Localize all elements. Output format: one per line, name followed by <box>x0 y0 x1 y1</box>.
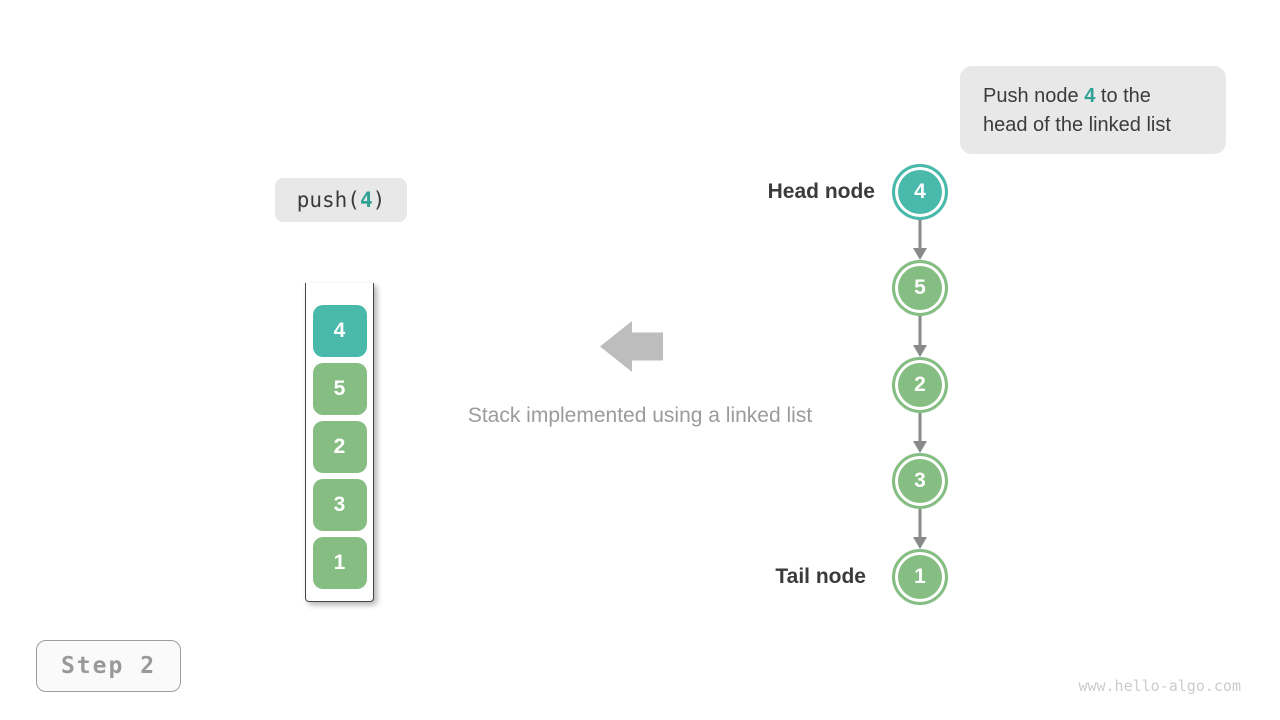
watermark-text: www.hello-algo.com <box>1078 677 1241 695</box>
arrow-down-connector <box>913 413 927 453</box>
stack-item: 1 <box>312 537 367 589</box>
stack-item: 2 <box>312 421 367 473</box>
stack-item: 4 <box>312 305 367 357</box>
linked-list-node: 3 <box>892 453 948 509</box>
step-indicator: Step 2 <box>36 640 181 692</box>
callout-text-after: to the <box>1095 85 1151 107</box>
code-prefix: push( <box>296 188 360 212</box>
stack-item: 3 <box>312 479 367 531</box>
arrowhead-icon <box>913 537 927 549</box>
code-suffix: ) <box>372 188 386 212</box>
arrow-down-connector <box>913 220 927 260</box>
callout-bubble: Push node 4 to the head of the linked li… <box>960 66 1226 154</box>
arrowhead-icon <box>913 441 927 453</box>
connector-line <box>918 220 922 250</box>
head-node-label: Head node <box>767 180 875 203</box>
callout-highlight-value: 4 <box>1084 85 1096 107</box>
stack-item: 5 <box>312 363 367 415</box>
linked-list-node: 2 <box>892 357 948 413</box>
arrow-down-connector <box>913 509 927 549</box>
arrowhead-icon <box>913 345 927 357</box>
tail-node-label: Tail node <box>775 565 866 588</box>
connector-line <box>918 509 922 539</box>
caption-text: Stack implemented using a linked list <box>467 404 813 427</box>
connector-line <box>918 413 922 443</box>
code-argument: 4 <box>359 188 373 212</box>
push-operation-label: push(4) <box>275 178 407 222</box>
linked-list-node: 4 <box>892 164 948 220</box>
arrow-down-connector <box>913 316 927 357</box>
stack-container: 4 5 2 3 1 <box>305 283 374 602</box>
linked-list-node: 1 <box>892 549 948 605</box>
arrowhead-icon <box>913 248 927 260</box>
connector-line <box>918 316 922 347</box>
linked-list-node: 5 <box>892 260 948 316</box>
callout-text-line2: head of the linked list <box>983 114 1171 136</box>
callout-text-before: Push node <box>983 85 1085 107</box>
left-block-arrow-icon <box>600 321 663 372</box>
